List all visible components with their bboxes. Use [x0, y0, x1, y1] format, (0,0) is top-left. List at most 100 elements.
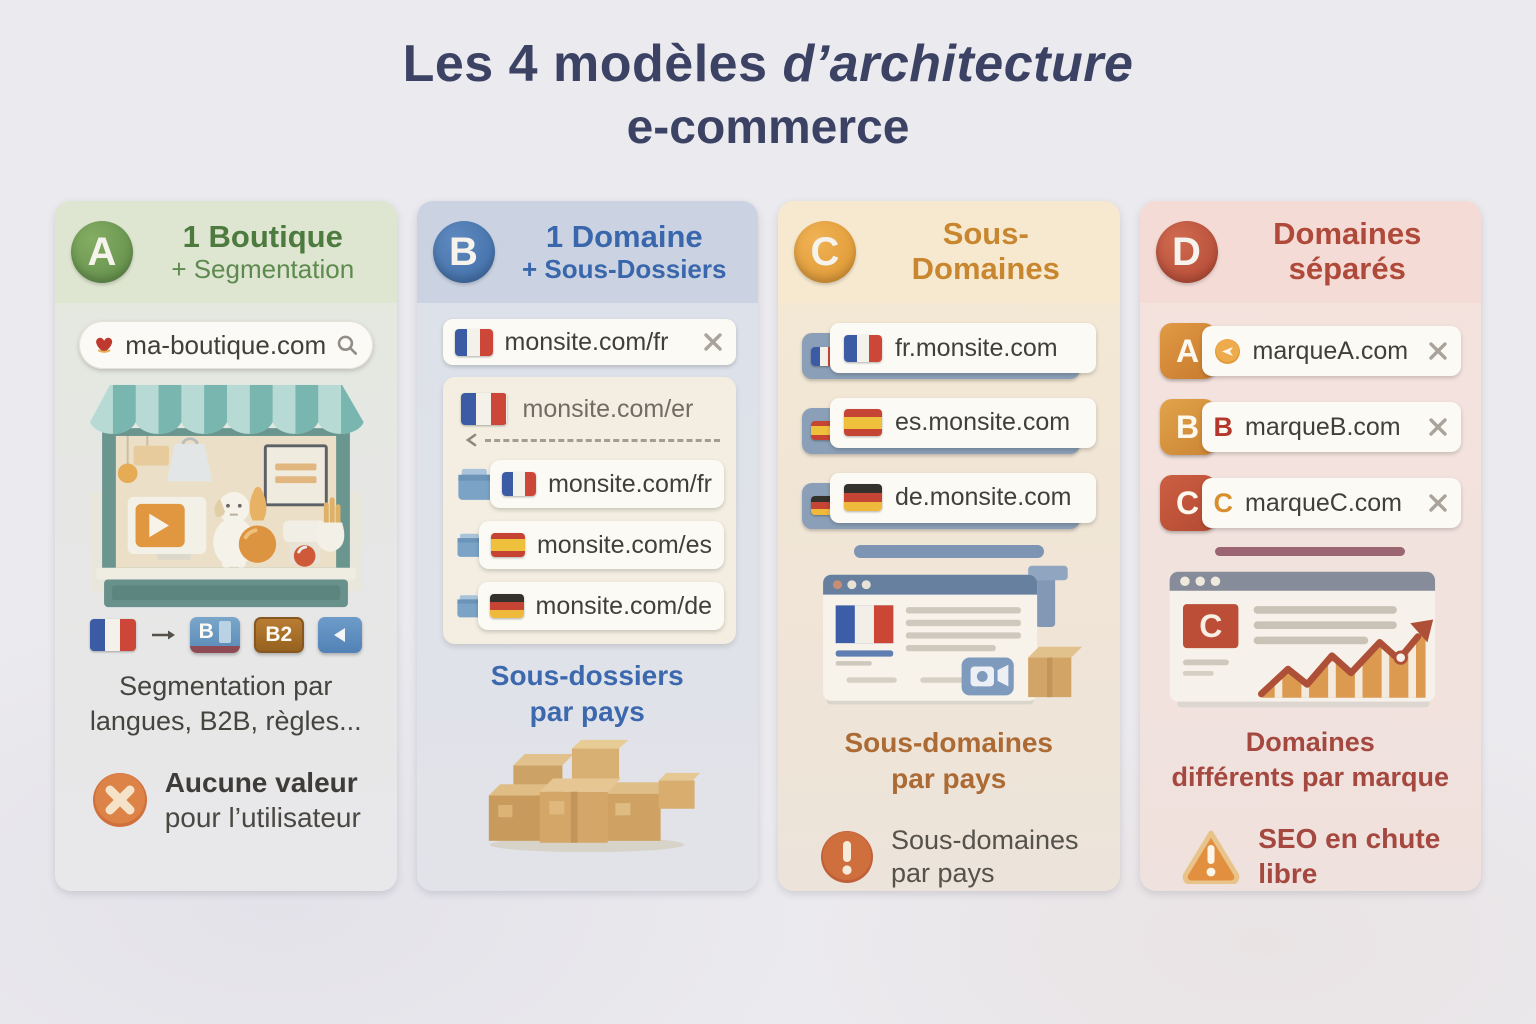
badge-a: A: [71, 221, 133, 283]
search-url: ma-boutique.com: [125, 329, 327, 360]
panel-c-verdict: Sous-domaines par pays: [798, 824, 1100, 891]
seo-browser-illustration: [1169, 571, 1436, 708]
subdomain-url-text: de.monsite.com: [895, 483, 1072, 512]
panel-d-verdict-text: SEO en chute libre: [1258, 821, 1440, 891]
warning-triangle-icon: [1182, 830, 1240, 884]
folder-url-bar: monsite.com/fr: [490, 460, 724, 508]
panel-d-title-line1: Domaines: [1273, 216, 1422, 252]
title-line1-prefix: Les 4 modèles: [402, 35, 783, 93]
title-line2: e-commerce: [626, 101, 910, 154]
book-letter: B: [198, 619, 214, 643]
badge-d: D: [1155, 221, 1218, 283]
close-icon: [704, 333, 722, 351]
browser-illustration-wrap: C: [1162, 564, 1458, 715]
title-line1: Les 4 modèles d’architecture: [0, 34, 1536, 94]
verdict-d-line1: SEO en chute: [1258, 823, 1441, 854]
panel-a-caption-line2: langues, B2B, règles...: [89, 706, 362, 737]
germany-flag-icon: [844, 484, 882, 512]
title-line1-italic: d’architecture: [782, 35, 1134, 93]
france-flag-icon: [502, 472, 537, 496]
spain-flag-icon: [490, 533, 525, 557]
heart-icon: [96, 337, 113, 353]
panel-b-caption-line1: Sous-dossiers: [490, 660, 684, 691]
panel-d-title-line2: séparés: [1288, 251, 1406, 286]
panel-d-caption-line1: Domaines: [1245, 726, 1375, 757]
storefront-illustration: [89, 384, 364, 608]
brand-url-text: marqueC.com: [1245, 488, 1402, 517]
folder-url-text: monsite.com/es: [536, 530, 712, 559]
brand-c-favicon: C: [1213, 487, 1234, 518]
panel-d-header: D Domaines séparés: [1139, 201, 1481, 303]
panel-d-verdict: SEO en chute libre: [1160, 821, 1462, 891]
subdomain-url-text: es.monsite.com: [895, 408, 1071, 437]
folder-row-de: monsite.com/de: [455, 582, 724, 630]
panel-c-title: Sous- Domaines: [868, 217, 1104, 286]
panel-b-caption-line2: par pays: [529, 696, 645, 728]
folder-row-fr: monsite.com/fr: [455, 460, 724, 508]
panel-b-header: B 1 Domaine + Sous-Dossiers: [416, 201, 758, 303]
redirect-row: monsite.com/er: [455, 389, 725, 425]
folder-icon: [456, 595, 484, 618]
subdomain-row-es: es.monsite.com: [802, 397, 1096, 454]
folder-url-text: monsite.com/fr: [548, 469, 712, 498]
panel-c-caption-line2: par pays: [891, 763, 1007, 795]
brand-url-text: marqueA.com: [1252, 336, 1409, 365]
browser-illustration: [822, 565, 1082, 704]
panel-d-title: Domaines séparés: [1230, 217, 1466, 286]
panel-d-caption-line2: différents par marque: [1171, 761, 1450, 792]
divider-bar: [1215, 547, 1406, 556]
subdomain-url-bar: fr.monsite.com: [830, 323, 1096, 373]
redirect-dashed-line: [465, 433, 720, 447]
brand-url-text: marqueB.com: [1245, 412, 1401, 441]
search-icon: [337, 335, 358, 355]
panel-a-title-line1: 1 Boutique: [182, 219, 343, 255]
b2b-book-icon: B: [189, 617, 240, 653]
subdomain-url-text: fr.monsite.com: [895, 333, 1058, 362]
arrow-left-icon: [465, 433, 476, 447]
germany-flag-icon: [811, 496, 837, 516]
verdict-a-rest: pour l’utilisateur: [164, 802, 361, 834]
exclamation-circle-icon: [820, 831, 873, 884]
panel-domaines-separes: D Domaines séparés A marqueA.com B: [1139, 201, 1482, 891]
url-bar-text: monsite.com/fr: [504, 327, 669, 356]
page-title: Les 4 modèles d’architecture e-commerce: [0, 0, 1536, 155]
rules-card-icon: [317, 617, 375, 653]
verdict-d-line2: libre: [1258, 858, 1318, 889]
france-flag-icon: [460, 393, 507, 425]
x-circle-icon: [92, 773, 147, 828]
folder-url-bar: monsite.com/es: [478, 521, 724, 569]
panel-b-caption: Sous-dossiers par pays: [417, 658, 759, 731]
france-flag-icon: [844, 334, 882, 362]
panel-a-title-line2: + Segmentation: [171, 253, 355, 284]
subdomain-url-bar: de.monsite.com: [830, 472, 1096, 523]
folder-url-text: monsite.com/de: [535, 591, 712, 620]
brand-row-c: C C marqueC.com: [1159, 475, 1461, 531]
verdict-a-bold: Aucune valeur: [164, 767, 358, 799]
b2b-label: B2: [265, 623, 293, 646]
segmentation-icons-row: B B2: [55, 617, 397, 653]
spain-flag-icon: [811, 421, 837, 441]
brand-url-bar: C marqueC.com: [1201, 478, 1461, 528]
close-icon: [1429, 494, 1447, 512]
search-bar: ma-boutique.com: [79, 321, 373, 369]
divider-bar: [853, 545, 1044, 558]
architecture-columns: A 1 Boutique + Segmentation ma-boutique.…: [0, 201, 1536, 891]
france-flag-icon: [454, 328, 493, 356]
b2b-tile-icon: B2: [253, 617, 304, 653]
panel-a-title: 1 Boutique + Segmentation: [145, 219, 381, 284]
folder-row-es: monsite.com/es: [455, 521, 724, 569]
panel-domaine-sous-dossiers: B 1 Domaine + Sous-Dossiers monsite.com/…: [416, 201, 759, 891]
panel-c-title-line2: Domaines: [911, 251, 1060, 286]
panel-a-caption: Segmentation par langues, B2B, règles...: [55, 669, 397, 739]
arrow-right-icon: [151, 630, 175, 640]
close-icon: [1429, 342, 1447, 360]
panel-c-title-line1: Sous-: [942, 216, 1029, 252]
panel-a-verdict: Aucune valeur pour l’utilisateur: [75, 765, 377, 835]
folders-panel: monsite.com/er monsite.com/fr: [442, 377, 736, 644]
subdomain-url-bar: es.monsite.com: [830, 397, 1096, 448]
panel-sous-domaines: C Sous- Domaines fr.monsite.com es.monsi…: [778, 201, 1120, 891]
folder-url-bar: monsite.com/de: [477, 582, 724, 630]
redirect-url-text: monsite.com/er: [522, 394, 694, 423]
panel-d-caption: Domaines différents par marque: [1140, 725, 1482, 795]
panel-b-title-line2: + Sous-Dossiers: [522, 253, 727, 284]
